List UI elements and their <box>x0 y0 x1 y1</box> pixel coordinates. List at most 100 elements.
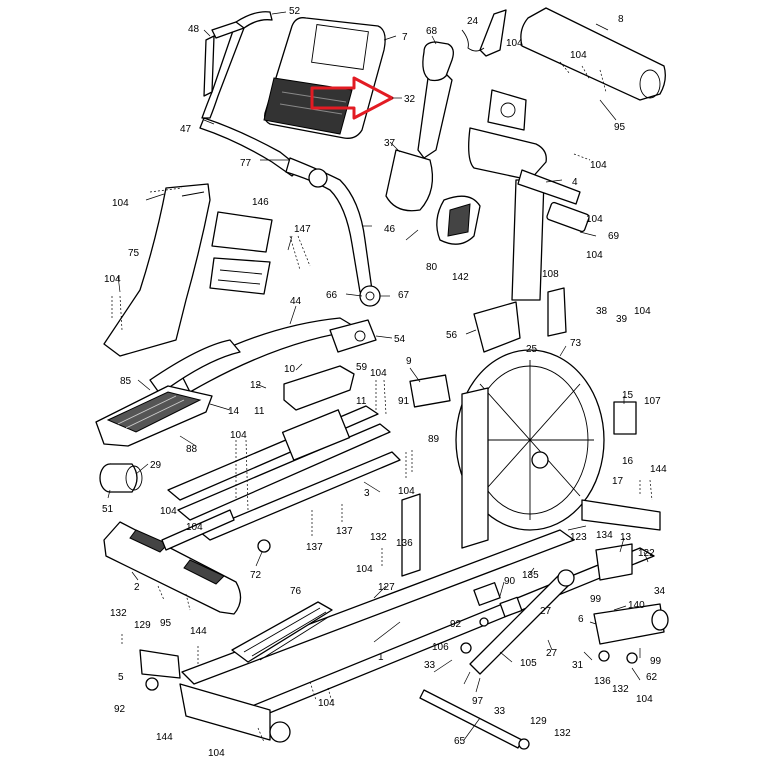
callout-label: 11 <box>254 406 265 417</box>
callout-label: 44 <box>290 296 302 307</box>
pedal-85 <box>95 385 213 447</box>
callout-label: 132 <box>110 608 127 619</box>
callout-label: 4 <box>572 177 578 188</box>
callout-label: 135 <box>522 570 539 581</box>
callout-label: 27 <box>546 648 558 659</box>
callout-label: 123 <box>570 532 587 543</box>
callout-label: 7 <box>402 32 408 43</box>
callout-label: 51 <box>102 504 114 515</box>
callout-label: 104 <box>634 306 651 317</box>
callout-label: 147 <box>294 224 311 235</box>
callout-label: 127 <box>378 582 395 593</box>
callout-label: 132 <box>612 684 629 695</box>
callout-label: 67 <box>398 290 410 301</box>
callout-label: 52 <box>289 6 301 17</box>
callout-label: 122 <box>638 548 655 559</box>
callout-label: 106 <box>432 642 449 653</box>
callout-label: 104 <box>186 522 203 533</box>
shroud-2 <box>103 521 242 615</box>
axle-65 <box>419 689 530 750</box>
callout-label: 136 <box>594 676 611 687</box>
callout-label: 25 <box>526 344 538 355</box>
callout-label: 3 <box>364 488 370 499</box>
crank-arm-105 <box>469 569 575 675</box>
callout-label: 13 <box>620 532 632 543</box>
callout-label: 104 <box>586 250 603 261</box>
shroud-8 <box>520 7 666 101</box>
cover-37 <box>385 149 434 212</box>
callout-label: 16 <box>622 456 634 467</box>
callout-label: 104 <box>506 38 523 49</box>
callout-label: 33 <box>424 660 436 671</box>
callout-label: 134 <box>596 530 613 541</box>
callout-label: 2 <box>134 582 140 593</box>
callout-label: 1 <box>378 652 384 663</box>
callout-label: 11 <box>356 396 367 407</box>
callout-label: 76 <box>290 586 302 597</box>
callout-label: 31 <box>572 660 584 671</box>
part-6 <box>593 603 669 645</box>
callout-label: 12 <box>250 380 262 391</box>
callout-label: 129 <box>134 620 151 631</box>
callout-label: 68 <box>426 26 438 37</box>
callout-label: 73 <box>570 338 582 349</box>
callout-label: 59 <box>356 362 368 373</box>
callout-label: 104 <box>570 50 587 61</box>
callout-label: 104 <box>586 214 603 225</box>
callout-label: 69 <box>608 231 620 242</box>
callout-label: 104 <box>104 274 121 285</box>
callout-label: 14 <box>228 406 240 417</box>
callout-label: 92 <box>450 619 462 630</box>
callout-label: 9 <box>406 356 412 367</box>
callout-label: 15 <box>622 390 634 401</box>
callout-label: 8 <box>618 14 624 25</box>
callout-label: 146 <box>252 197 269 208</box>
callout-label: 108 <box>542 269 559 280</box>
callout-label: 129 <box>530 716 547 727</box>
callout-label: 46 <box>384 224 396 235</box>
callout-label: 29 <box>150 460 162 471</box>
callout-label: 34 <box>654 586 666 597</box>
callout-label: 144 <box>156 732 173 743</box>
small-parts <box>161 287 638 664</box>
callout-label: 5 <box>118 672 124 683</box>
callout-label: 10 <box>284 364 296 375</box>
callout-label: 48 <box>188 24 200 35</box>
callout-label: 33 <box>494 706 506 717</box>
callout-label: 27 <box>540 606 552 617</box>
rails-11 <box>167 405 401 541</box>
callout-label: 132 <box>370 532 387 543</box>
callout-label: 144 <box>650 464 667 475</box>
callout-label: 104 <box>590 160 607 171</box>
callout-label: 75 <box>128 248 140 259</box>
upright-mast <box>417 71 590 301</box>
callout-label: 104 <box>208 748 225 759</box>
pivot-54 <box>329 319 377 353</box>
part-24 <box>461 9 507 57</box>
callout-label: 104 <box>112 198 129 209</box>
callout-label: 62 <box>646 672 658 683</box>
callout-label: 104 <box>356 564 373 575</box>
callout-label: 56 <box>446 330 458 341</box>
callout-label: 90 <box>504 576 516 587</box>
pivot-66-67 <box>308 168 381 307</box>
callout-label: 85 <box>120 376 132 387</box>
callout-label: 17 <box>612 476 624 487</box>
leader-lines <box>107 11 649 741</box>
callout-label: 104 <box>160 506 177 517</box>
callout-label: 24 <box>467 16 479 27</box>
callout-label: 65 <box>454 736 466 747</box>
callout-label: 137 <box>306 542 323 553</box>
hardware-dashes <box>111 61 653 743</box>
part-146 <box>209 211 273 295</box>
callout-label: 66 <box>326 290 338 301</box>
callout-label: 140 <box>628 600 645 611</box>
part-68 <box>422 41 454 82</box>
callout-label: 107 <box>644 396 661 407</box>
console-7 <box>263 17 386 139</box>
callout-label: 88 <box>186 444 198 455</box>
highlight-arrow <box>310 76 394 120</box>
callout-label: 38 <box>596 306 608 317</box>
callout-label: 97 <box>472 696 484 707</box>
